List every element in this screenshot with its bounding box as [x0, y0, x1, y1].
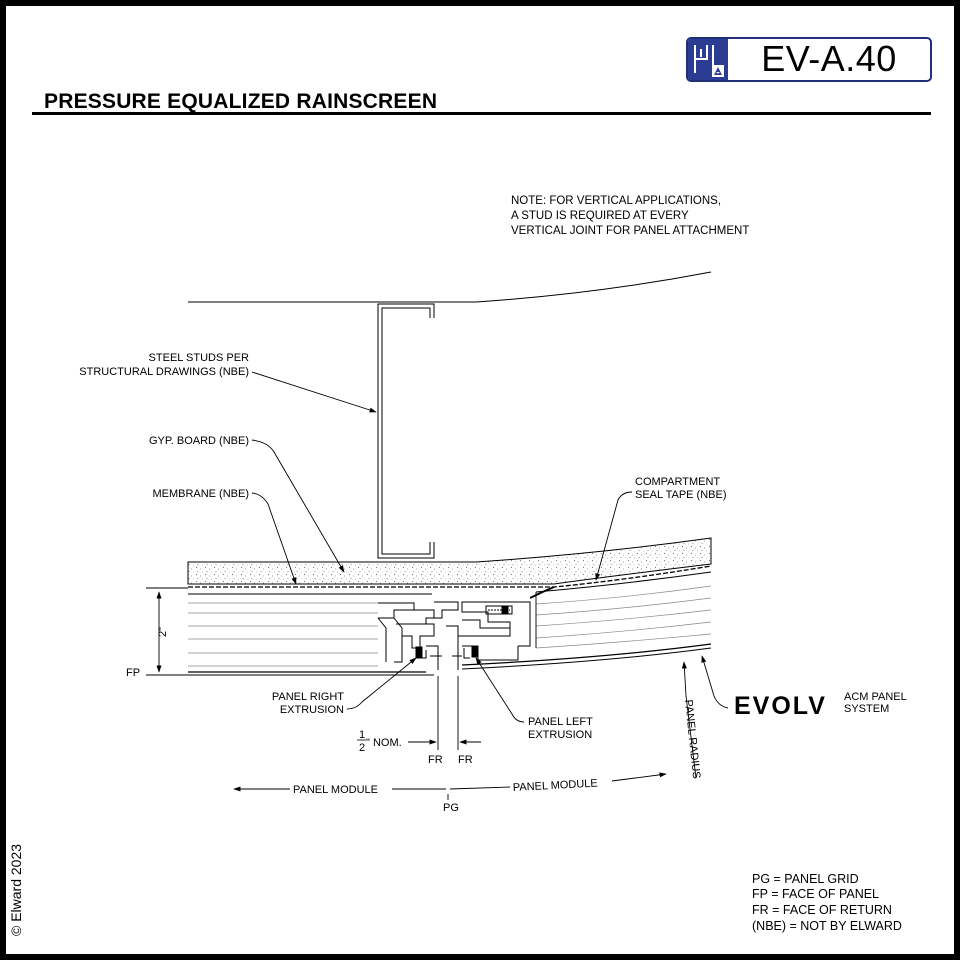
- steel-studs-label-2: STRUCTURAL DRAWINGS (NBE): [79, 366, 249, 378]
- gyp-board-leader: [251, 439, 345, 573]
- panel-radius-label: PANEL RADIUS: [682, 699, 702, 779]
- sheet-number-badge: EV-A.40: [686, 37, 932, 82]
- depth-dimension: [146, 587, 188, 676]
- right-curved-panel: [461, 571, 712, 670]
- gyp-board-label: GYP. BOARD (NBE): [149, 435, 249, 447]
- detail-drawing: 2" FP 1 2 " NOM. FR FR PANEL MODULE PANE…: [79, 195, 907, 933]
- gypsum-board: [187, 537, 712, 585]
- compartment-seal-label-1: COMPARTMENT: [635, 476, 720, 488]
- panel-module-left-label: PANEL MODULE: [293, 784, 378, 796]
- acm-panel-label-2: SYSTEM: [844, 703, 889, 715]
- depth-dimension-label: 2": [157, 627, 169, 637]
- steel-studs-leader: [251, 371, 377, 413]
- compartment-seal-tape: [529, 586, 555, 599]
- panel-module-right-label: PANEL MODULE: [513, 778, 598, 794]
- steel-stud: [377, 303, 435, 559]
- compartment-seal-leader: [595, 491, 633, 581]
- panel-right-label-2: EXTRUSION: [280, 704, 344, 716]
- panel-left-label-1: PANEL LEFT: [528, 716, 593, 728]
- fr-left-label: FR: [428, 754, 443, 766]
- drawing-sheet: PRESSURE EQUALIZED RAINSCREEN EV-A.40 © …: [6, 6, 954, 954]
- panel-radius-leader: [681, 661, 697, 779]
- membrane-line: [188, 565, 712, 588]
- half-numerator: 1: [359, 729, 365, 741]
- panel-left-leader: [475, 657, 525, 723]
- legend-nbe: (NBE) = NOT BY ELWARD: [752, 919, 902, 933]
- half-denominator: 2: [359, 742, 365, 754]
- panel-extrusions: [377, 601, 531, 670]
- steel-studs-label-1: STEEL STUDS PER: [149, 352, 250, 364]
- panel-right-leader: [346, 657, 417, 710]
- note-line-3: VERTICAL JOINT FOR PANEL ATTACHMENT: [511, 225, 749, 237]
- half-nom-label: " NOM.: [366, 737, 402, 749]
- evolv-brand: EVOLV: [734, 692, 827, 720]
- drawing-title: PRESSURE EQUALIZED RAINSCREEN: [44, 90, 438, 113]
- face-of-return-lines: [437, 676, 459, 800]
- fr-right-label: FR: [458, 754, 473, 766]
- wall-top-line: [188, 271, 712, 303]
- note-line-2: A STUD IS REQUIRED AT EVERY: [511, 210, 689, 222]
- legend-fp: FP = FACE OF PANEL: [752, 887, 879, 901]
- note-line-1: NOTE: FOR VERTICAL APPLICATIONS,: [511, 195, 721, 207]
- panel-right-label-1: PANEL RIGHT: [272, 691, 344, 703]
- compartment-seal-label-2: SEAL TAPE (NBE): [635, 489, 727, 501]
- membrane-label: MEMBRANE (NBE): [152, 488, 249, 500]
- panel-module-dimension-right: [449, 772, 667, 790]
- acm-panel-leader: [701, 655, 729, 709]
- membrane-leader: [251, 492, 297, 585]
- sheet-code: EV-A.40: [761, 38, 897, 79]
- fp-label: FP: [126, 667, 140, 679]
- title-underline: [32, 112, 931, 115]
- elward-logo-icon: [688, 39, 728, 80]
- legend-fr: FR = FACE OF RETURN: [752, 903, 892, 917]
- left-panel: [188, 593, 434, 676]
- legend-pg: PG = PANEL GRID: [752, 872, 859, 886]
- pg-label: PG: [443, 802, 459, 814]
- acm-panel-label-1: ACM PANEL: [844, 691, 907, 703]
- panel-left-label-2: EXTRUSION: [528, 729, 592, 741]
